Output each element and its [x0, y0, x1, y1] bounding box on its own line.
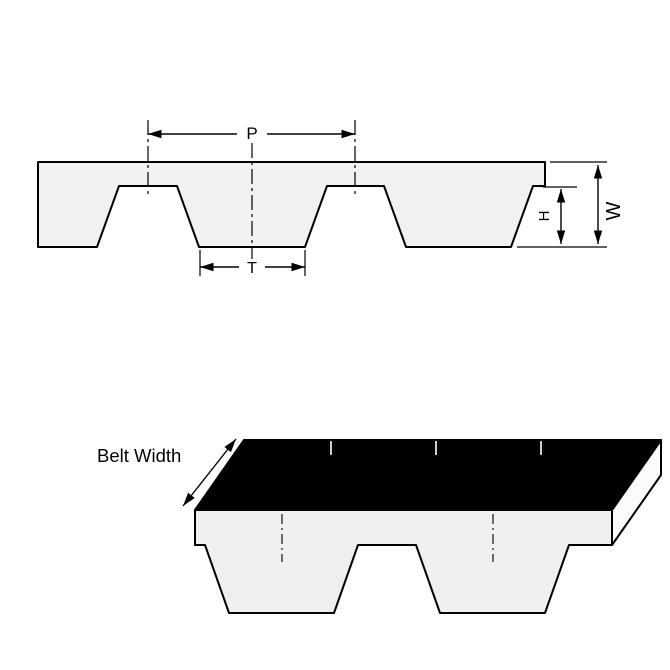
- tooth-height-label: H: [536, 211, 553, 222]
- belt-width-arrow: [182, 438, 237, 507]
- belt-thickness-label: W: [603, 201, 625, 220]
- tooth-width-label: T: [247, 260, 257, 277]
- belt-perspective-view: Belt Width: [97, 438, 662, 614]
- belt-width-label: Belt Width: [97, 445, 181, 466]
- pitch-label: P: [246, 124, 257, 143]
- belt-top-face: [194, 439, 662, 511]
- tooth-width-dimension: T: [199, 250, 306, 277]
- tooth-height-dimension: H: [536, 186, 577, 244]
- belt-width-dimension: Belt Width: [97, 438, 237, 507]
- pitch-dimension: P: [148, 124, 355, 143]
- belt-thickness-dimension: W: [517, 161, 625, 248]
- belt-profile: [37, 161, 546, 248]
- belt-cross-section-view: P T H W: [37, 120, 625, 277]
- belt-front-face: [194, 509, 613, 614]
